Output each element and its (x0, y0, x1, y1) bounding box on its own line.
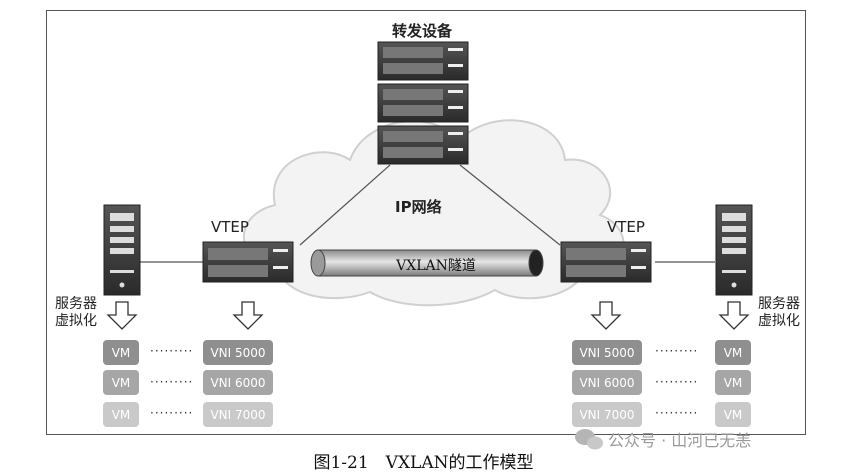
right-server-label-line1: 服务器 (758, 296, 800, 312)
figure-caption: 图1-21 VXLAN的工作模型 (313, 453, 534, 473)
wechat-icon (575, 429, 603, 450)
left-server-tower-icon (103, 204, 141, 296)
watermark-text: 公众号 · 山河已无恙 (608, 431, 752, 450)
link-right-vtep-to-core (459, 164, 561, 246)
link-left-vtep-to-core (299, 164, 391, 246)
left-dotted-connector: ········· (150, 375, 194, 389)
forwarding-device-3 (377, 125, 469, 165)
left-server-down-arrow-icon (106, 301, 138, 330)
left-dotted-connector: ········· (150, 344, 194, 358)
right-vni-box: VNI 7000 (572, 402, 642, 427)
right-dotted-connector: ········· (655, 344, 699, 358)
forwarding-device-1 (377, 41, 469, 81)
right-vtep-label: VTEP (607, 218, 645, 236)
forwarding-device-2 (377, 83, 469, 123)
left-vm-box: VM (103, 402, 139, 427)
right-vni-box: VNI 5000 (572, 340, 642, 365)
right-vm-box: VM (715, 402, 751, 427)
left-vtep-label: VTEP (211, 218, 249, 236)
left-vni-box: VNI 6000 (203, 370, 273, 395)
right-vm-box: VM (715, 370, 751, 395)
right-dotted-connector: ········· (655, 375, 699, 389)
left-dotted-connector: ········· (150, 406, 194, 420)
forwarding-device-stack (377, 41, 469, 165)
left-server-label-line1: 服务器 (55, 296, 97, 312)
right-server-tower-icon (715, 204, 753, 296)
right-vm-box: VM (715, 340, 751, 365)
left-server-label-line2: 虚拟化 (55, 313, 97, 329)
left-vni-box: VNI 7000 (203, 402, 273, 427)
vxlan-tunnel-label: VXLAN隧道 (396, 258, 476, 274)
right-dotted-connector: ········· (655, 406, 699, 420)
right-vni-box: VNI 6000 (572, 370, 642, 395)
vxlan-tunnel-pipe (310, 249, 544, 277)
left-vni-box: VNI 5000 (203, 340, 273, 365)
left-vtep-down-arrow-icon (232, 301, 264, 330)
right-server-label-line2: 虚拟化 (758, 313, 800, 329)
right-server-down-arrow-icon (718, 301, 750, 330)
right-server-virtualization-label: 服务器 虚拟化 (758, 296, 800, 330)
left-server-virtualization-label: 服务器 虚拟化 (55, 296, 97, 330)
left-vm-box: VM (103, 370, 139, 395)
right-vtep-down-arrow-icon (590, 301, 622, 330)
ip-network-label: IP网络 (395, 198, 442, 216)
link-lines (140, 164, 715, 263)
right-vtep-switch-icon (560, 241, 652, 283)
forwarding-device-label: 转发设备 (392, 22, 453, 40)
left-vtep-switch-icon (202, 241, 294, 283)
left-vm-box: VM (103, 340, 139, 365)
